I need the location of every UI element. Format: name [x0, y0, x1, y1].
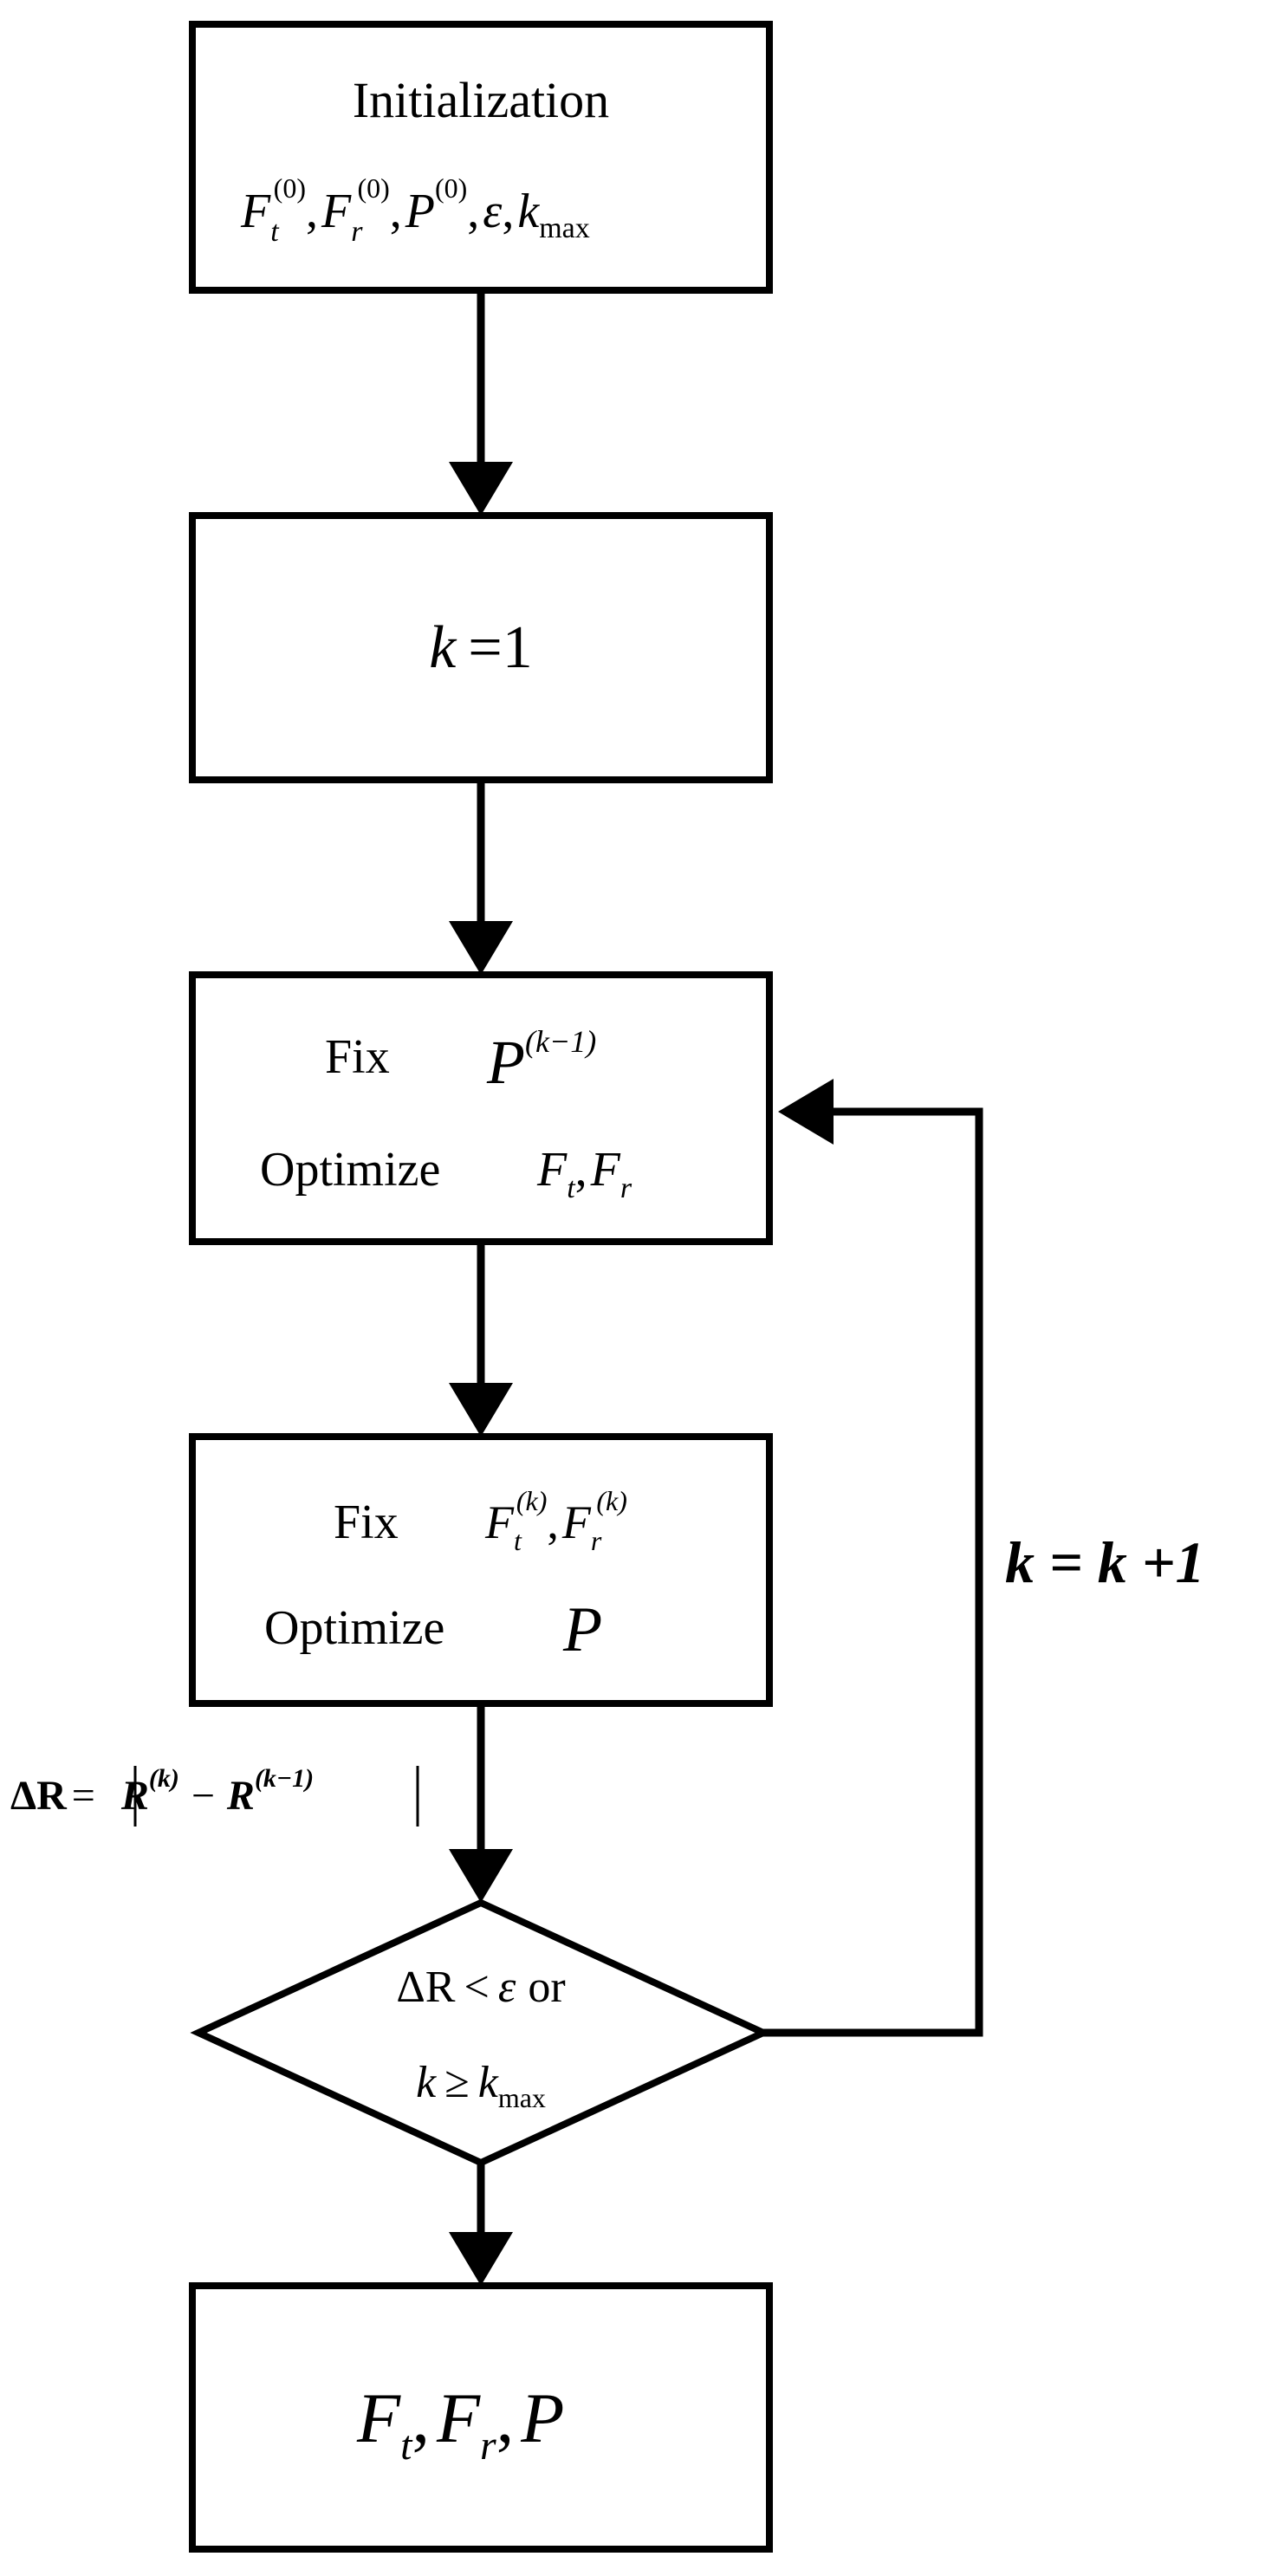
arrowhead-k-to-step1 — [449, 921, 513, 975]
loop-back-path — [763, 1107, 983, 2037]
init-box: Initialization Ft(0),Fr(0),P(0),ε,kmax — [189, 21, 773, 294]
init-title: Initialization — [353, 72, 609, 128]
arrowhead-loop-back — [778, 1079, 834, 1145]
output-vars: Ft,Fr,P — [356, 2378, 564, 2469]
k-init-equation: k=1 — [429, 614, 533, 681]
output-box: Ft,Fr,P — [189, 2282, 773, 2553]
step2-fix-label: Fix — [334, 1496, 399, 1549]
loop-label: k = k +1 — [1005, 1529, 1205, 1595]
step1-fix-var: P(k−1) — [486, 1024, 596, 1097]
arrowhead-step1-to-step2 — [449, 1383, 513, 1437]
step2-fix-vars: Ft(k),Fr(k) — [484, 1485, 627, 1556]
step2-optimize-label: Optimize — [264, 1601, 444, 1655]
k-init-box: k=1 — [189, 512, 773, 783]
step1-optimize-label: Optimize — [260, 1143, 440, 1197]
decision-line2: k≥kmax — [416, 2058, 546, 2113]
delta-r-equation: ΔR=R(k)−R(k−1) — [10, 1764, 314, 1819]
step1-fix-label: Fix — [325, 1030, 390, 1084]
arrowhead-init-to-k — [449, 462, 513, 516]
step1-optimize-vars: Ft,Fr — [536, 1143, 632, 1204]
connectors — [449, 290, 983, 2286]
step2-optimize-var: P — [562, 1594, 602, 1665]
arrowhead-step2-to-decision — [449, 1849, 513, 1903]
step1-box: Fix P(k−1) Optimize Ft,Fr — [189, 971, 773, 1245]
step2-box: Fix Ft(k),Fr(k) Optimize P — [189, 1433, 773, 1707]
init-params: Ft(0),Fr(0),P(0),ε,kmax — [240, 172, 590, 248]
arrowhead-decision-to-output — [449, 2232, 513, 2286]
delta-r-label: ΔR=R(k)−R(k−1) — [10, 1764, 419, 1827]
